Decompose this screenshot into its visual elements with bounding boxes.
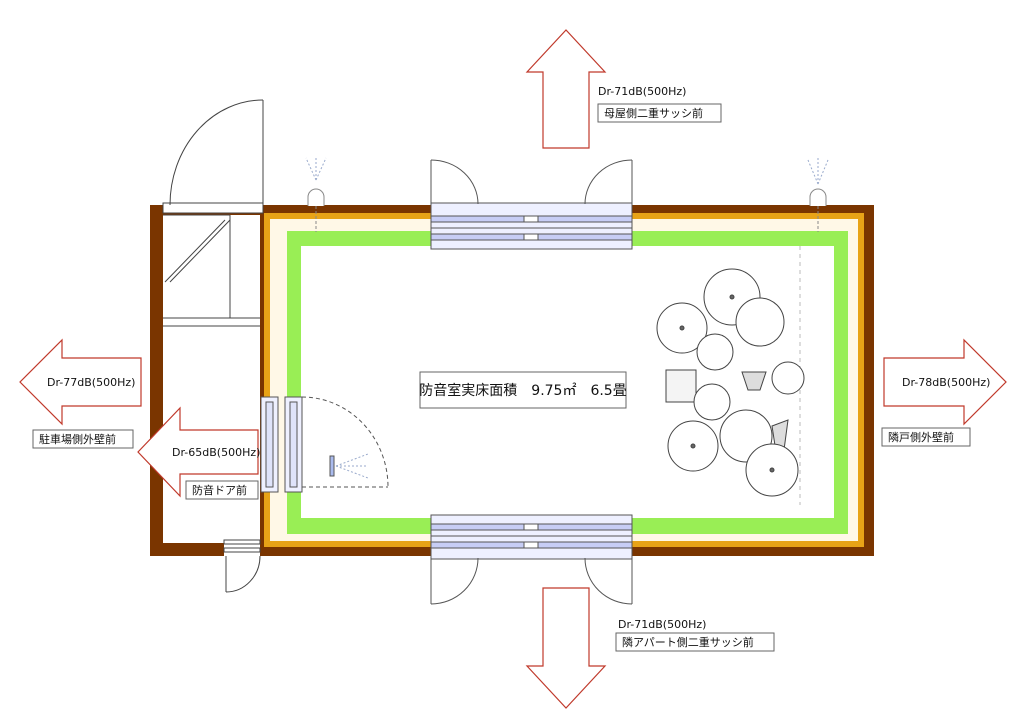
south-dr-value: Dr-71dB(500Hz) <box>618 618 706 631</box>
west-dr-value: Dr-77dB(500Hz) <box>47 376 135 389</box>
rack-tom-right <box>735 297 785 347</box>
drum-kit <box>656 268 805 497</box>
hi-hat-pedal <box>741 371 767 391</box>
south-location: 隣アパート側二重サッシ前 <box>622 635 754 649</box>
east-dr-value: Dr-78dB(500Hz) <box>902 376 990 389</box>
labels: 防音室実床面積 9.75㎡ 6.5畳 Dr-71dB(500Hz) 母屋側二重サ… <box>32 85 990 652</box>
west-location: 駐車場側外壁前 <box>39 432 116 446</box>
east-location: 隣戸側外壁前 <box>888 430 954 444</box>
arrow-west <box>19 338 142 426</box>
arrow-south <box>525 587 607 709</box>
corridor-exit-gap <box>224 540 260 558</box>
north-dr-value: Dr-71dB(500Hz) <box>598 85 686 98</box>
corridor-details <box>162 99 264 593</box>
rack-tom-left <box>696 333 734 371</box>
south-window <box>430 514 633 605</box>
snare-stand <box>665 369 697 403</box>
door-location: 防音ドア前 <box>192 483 247 497</box>
room-area-label: 防音室実床面積 9.75㎡ 6.5畳 <box>419 382 626 399</box>
soundproof-door <box>260 396 389 493</box>
north-window <box>430 159 633 250</box>
arrow-east <box>883 338 1007 426</box>
arrows <box>19 29 1007 709</box>
arrow-north <box>525 29 607 149</box>
snare <box>693 383 731 421</box>
door-dr-value: Dr-65dB(500Hz) <box>172 446 260 459</box>
floor-tom <box>771 361 805 395</box>
arrow-door <box>137 406 259 498</box>
north-location: 母屋側二重サッシ前 <box>604 106 703 120</box>
